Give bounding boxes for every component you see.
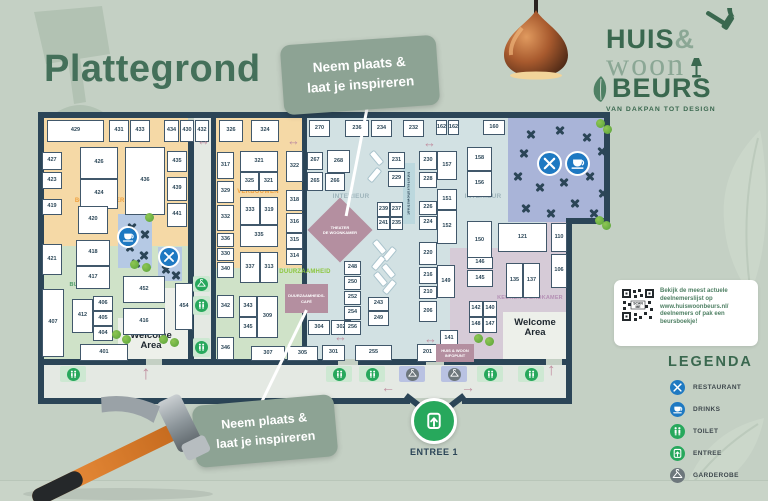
entree-1-icon — [411, 398, 457, 444]
legend-item-garderobe: GARDEROBE — [670, 468, 741, 483]
logo-line3: BEURS — [593, 73, 766, 104]
wall-south-2 — [162, 359, 338, 365]
legend-item-label: ENTREE — [693, 450, 722, 457]
zone-bouwen-verbouwen-west — [44, 118, 188, 246]
legend-item-drinks: DRINKS — [670, 402, 741, 417]
logo-word-beurs: BEURS — [612, 73, 712, 104]
legend-item-label: DRINKS — [693, 406, 721, 413]
wall-restaurant-bottom — [566, 218, 610, 224]
toilet-icon — [670, 424, 685, 439]
logo-hammer-icon — [706, 8, 735, 30]
wall-mid-right — [302, 112, 307, 359]
wall-south-1 — [44, 359, 146, 365]
logo-ampersand: & — [674, 24, 696, 54]
qr-panel-text: Bekijk de meest actuele deelnemerslijst … — [660, 288, 729, 326]
legend-title: LEGENDA — [668, 354, 753, 370]
entree-1-label: ENTREE 1 — [409, 447, 458, 457]
wall-top — [38, 112, 610, 118]
garden-pond-small — [158, 247, 182, 281]
qr-panel: SCAN ME Bekijk de meest actuele deelneme… — [614, 280, 758, 346]
legend-item-toilet: TOILET — [670, 424, 741, 439]
logo-lamp-icon — [691, 58, 703, 78]
restaurant-icon — [670, 380, 685, 395]
welcome-area-west-floor — [118, 318, 188, 359]
legend-item-label: RESTAURANT — [693, 384, 742, 391]
wall-south-3 — [358, 359, 426, 365]
svg-text:ME: ME — [635, 305, 641, 309]
legend-item-entree: ENTREE — [670, 446, 741, 461]
legend-items: RESTAURANT DRINKS TOILET ENTREE GARDEROBE — [670, 380, 741, 490]
entree-icon — [670, 446, 685, 461]
legend-item-restaurant: RESTAURANT — [670, 380, 741, 395]
wall-right-upper — [604, 112, 610, 224]
restaurant-area — [508, 118, 604, 222]
garderobe-icon — [670, 468, 685, 483]
leaf-decoration-right — [723, 130, 767, 295]
logo-word-woon: woon — [606, 46, 686, 82]
welcome-area-west-floor2 — [165, 288, 188, 320]
wall-south-4 — [444, 359, 546, 365]
page-title: Plattegrond — [44, 48, 261, 90]
wall-right-lower — [566, 218, 572, 404]
wall-corridor-left — [188, 142, 194, 359]
garden-pond — [118, 214, 152, 268]
qr-code: SCAN ME — [622, 289, 654, 321]
wall-bottom-outer-1 — [38, 398, 410, 404]
logo-line2: woon — [606, 46, 766, 82]
corridor-west — [194, 118, 211, 359]
welcome-area-east-floor — [503, 312, 567, 359]
bottom-walkway-band — [0, 480, 768, 501]
drinks-icon — [670, 402, 685, 417]
wall-south-5 — [562, 359, 572, 365]
zone-bouwen-verbouwen-mid — [216, 118, 302, 268]
wall-left — [38, 112, 44, 404]
wall-corridor-right — [211, 112, 216, 359]
logo-tagline: VAN DAKPAN TOT DESIGN — [606, 106, 716, 114]
logo-word-huis: HUIS — [606, 24, 675, 54]
legend-item-label: GARDEROBE — [693, 472, 739, 479]
qr-scan-label: SCAN — [633, 302, 643, 306]
speech-bubble-top: Neem plaats & laat je inspireren — [279, 34, 441, 116]
wall-bottom-outer-2 — [462, 398, 572, 404]
legend-item-label: TOILET — [693, 428, 719, 435]
brand-logo: HUIS& woon BE — [593, 8, 766, 114]
logo-line1: HUIS& — [606, 8, 766, 54]
logo-leaf-icon — [593, 75, 607, 102]
pendant-lamp-photo — [504, 0, 568, 80]
hammer-photo — [23, 394, 213, 501]
